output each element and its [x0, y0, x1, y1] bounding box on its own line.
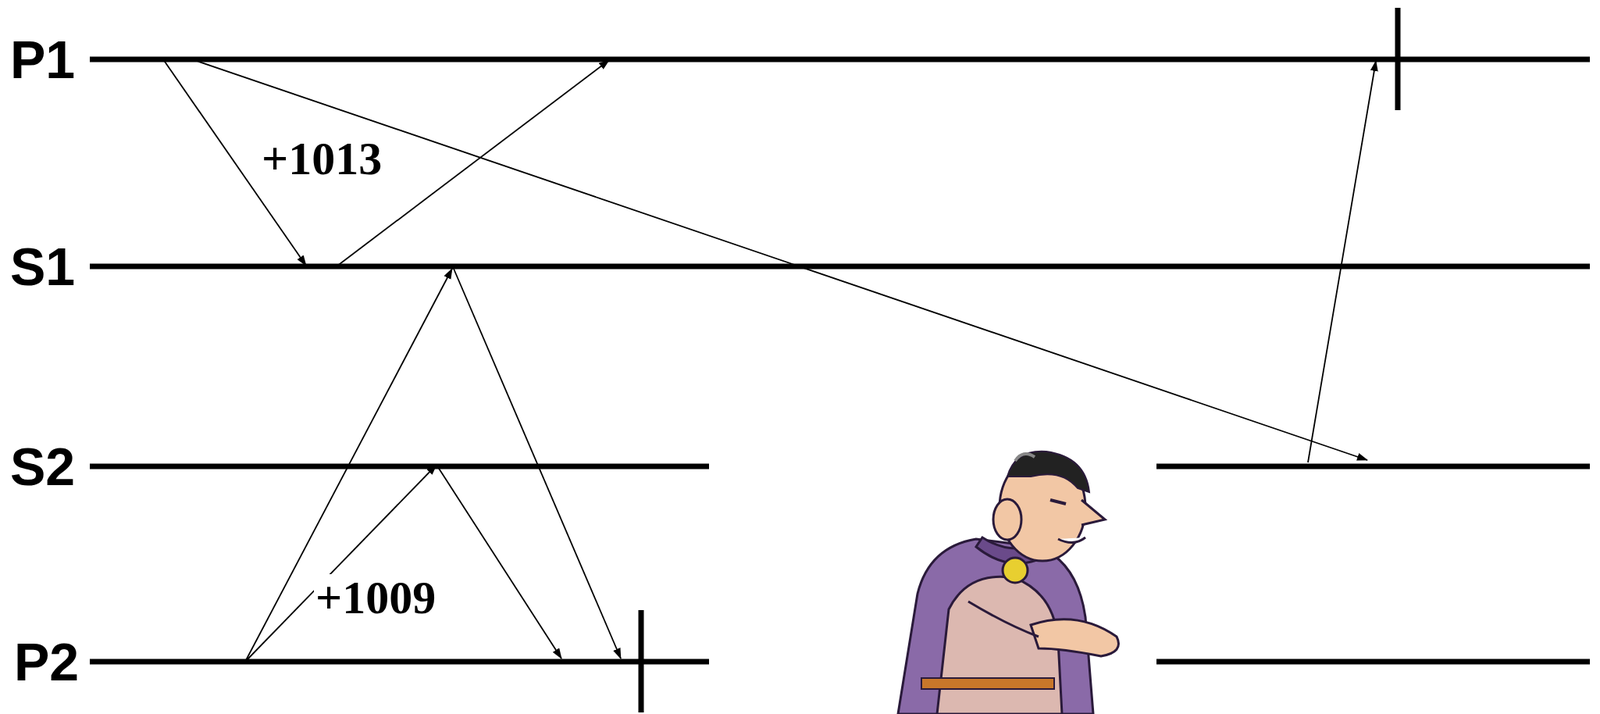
process-lines [89, 7, 1590, 713]
process-name: S1 [10, 239, 75, 293]
process-name: P2 [14, 634, 79, 688]
message-arrows [163, 59, 1376, 662]
process-name: S2 [10, 439, 75, 493]
delay-label: +1009 [313, 573, 438, 621]
delay-label: +1013 [260, 135, 384, 182]
cartoon-figure [897, 451, 1119, 714]
process-name: P1 [10, 32, 75, 86]
